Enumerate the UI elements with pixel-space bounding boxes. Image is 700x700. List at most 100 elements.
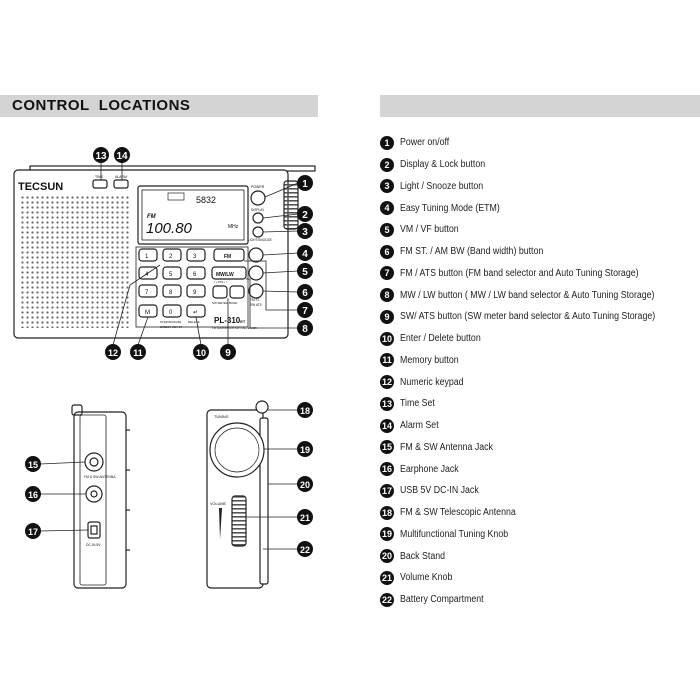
alarm-button[interactable] bbox=[113, 179, 129, 189]
volume-label: VOLUME bbox=[210, 502, 227, 506]
sw-up-button[interactable] bbox=[229, 285, 245, 299]
badge-11: 11 bbox=[130, 344, 146, 360]
key-2[interactable] bbox=[162, 248, 182, 262]
key-0[interactable] bbox=[162, 304, 182, 318]
legend-label: Power on/off bbox=[400, 137, 450, 149]
badge-4: 4 bbox=[297, 245, 313, 261]
badge-19: 19 bbox=[297, 441, 313, 457]
callout-number: 18 bbox=[380, 505, 394, 520]
key-8[interactable] bbox=[162, 284, 182, 298]
badge-6: 6 bbox=[297, 284, 313, 300]
key-4-label: 4 bbox=[145, 272, 149, 278]
legend-item-17: 17 USB 5V DC-IN Jack bbox=[380, 480, 695, 502]
key-3-label: 3 bbox=[193, 254, 197, 260]
badge-22: 22 bbox=[297, 541, 313, 557]
svg-text:12: 12 bbox=[108, 348, 118, 358]
telescopic-antenna-tip bbox=[255, 400, 269, 414]
sw-down-button[interactable] bbox=[212, 285, 228, 299]
svg-text:13: 13 bbox=[95, 151, 107, 162]
legend-label: FM ST. / AM BW (Band width) button bbox=[400, 246, 544, 258]
left-side-view bbox=[39, 404, 130, 589]
key-1-label: 1 bbox=[145, 254, 149, 260]
delete-label: DELETE bbox=[188, 320, 200, 324]
sw-ats-label: SW ATS bbox=[250, 303, 262, 307]
power-button[interactable] bbox=[250, 190, 266, 206]
key-8-label: 8 bbox=[169, 290, 173, 296]
signal-indicator bbox=[167, 192, 185, 201]
svg-text:3: 3 bbox=[302, 227, 308, 238]
legend-item-1: 1 Power on/off bbox=[380, 132, 695, 154]
legend-label: Numeric keypad bbox=[400, 376, 464, 388]
legend-item-6: 6 FM ST. / AM BW (Band width) button bbox=[380, 241, 695, 263]
legend-label: Multifunctional Tuning Knob bbox=[400, 528, 509, 540]
svg-text:7: 7 bbox=[302, 306, 308, 317]
front-view bbox=[13, 165, 316, 339]
key-7[interactable] bbox=[138, 284, 158, 298]
callout-number: 17 bbox=[380, 483, 394, 498]
key-6[interactable] bbox=[186, 266, 206, 280]
badge-17: 17 bbox=[25, 523, 41, 539]
dc-in-label: DC-IN 5V bbox=[86, 543, 101, 547]
fm-st-label: FM ST. bbox=[250, 298, 260, 302]
display-unit: MHz bbox=[228, 224, 239, 230]
volume-knob[interactable] bbox=[231, 495, 247, 547]
callout-number: 2 bbox=[380, 157, 394, 172]
callout-badges: 13 14 1 2 3 4 5 6 7 8 9 10 11 12 15 16 1… bbox=[25, 147, 313, 557]
svg-text:14: 14 bbox=[116, 151, 128, 162]
brand-logo: TECSUN bbox=[18, 181, 63, 193]
ats-dots-label: • • ATS • • bbox=[214, 280, 227, 284]
section-header-left: CONTROL LOCATIONS bbox=[0, 95, 318, 117]
badge-2: 2 bbox=[297, 206, 313, 222]
callout-number: 6 bbox=[380, 244, 394, 259]
key-3[interactable] bbox=[186, 248, 206, 262]
tuning-knob[interactable] bbox=[209, 422, 265, 478]
legend-label: Earphone Jack bbox=[400, 463, 459, 475]
callout-number: 10 bbox=[380, 331, 394, 346]
callout-number: 13 bbox=[380, 396, 394, 411]
step-snooze-label: STEP/SNOOZE bbox=[160, 320, 181, 324]
svg-text:21: 21 bbox=[300, 513, 310, 523]
time-button[interactable] bbox=[92, 179, 108, 189]
key-1[interactable] bbox=[138, 248, 158, 262]
antenna-tip bbox=[71, 404, 83, 416]
legend-label: USB 5V DC-IN Jack bbox=[400, 485, 479, 497]
svg-text:11: 11 bbox=[133, 348, 143, 358]
badge-10: 10 bbox=[193, 344, 209, 360]
callout-number: 7 bbox=[380, 266, 394, 281]
fm-button-label: FM bbox=[224, 254, 231, 260]
receiver-label: FM (EM/MW/LW/SW) RECEIVER bbox=[212, 326, 258, 330]
callout-number: 14 bbox=[380, 418, 394, 433]
key-9[interactable] bbox=[186, 284, 206, 298]
callout-number: 21 bbox=[380, 570, 394, 585]
fm-button[interactable] bbox=[213, 248, 245, 262]
key-2-label: 2 bbox=[169, 254, 173, 260]
sw-meter-label: SW METER BAND bbox=[212, 301, 238, 305]
tuning-label: TUNING bbox=[214, 415, 229, 419]
mw-lw-button[interactable] bbox=[211, 266, 247, 280]
callout-number: 16 bbox=[380, 462, 394, 477]
key-5[interactable] bbox=[162, 266, 182, 280]
display-label: DISPLAY bbox=[251, 208, 265, 212]
svg-text:1: 1 bbox=[302, 179, 308, 190]
badge-12: 12 bbox=[105, 344, 121, 360]
svg-text:15: 15 bbox=[28, 460, 38, 470]
legend-label: SW/ ATS button (SW meter band selector &… bbox=[400, 311, 656, 323]
callout-number: 1 bbox=[380, 135, 394, 150]
mw-lw-button-label: MW/LW bbox=[216, 272, 234, 278]
svg-text:5: 5 bbox=[302, 267, 308, 278]
key-4[interactable] bbox=[138, 266, 158, 280]
svg-text:17: 17 bbox=[28, 527, 38, 537]
